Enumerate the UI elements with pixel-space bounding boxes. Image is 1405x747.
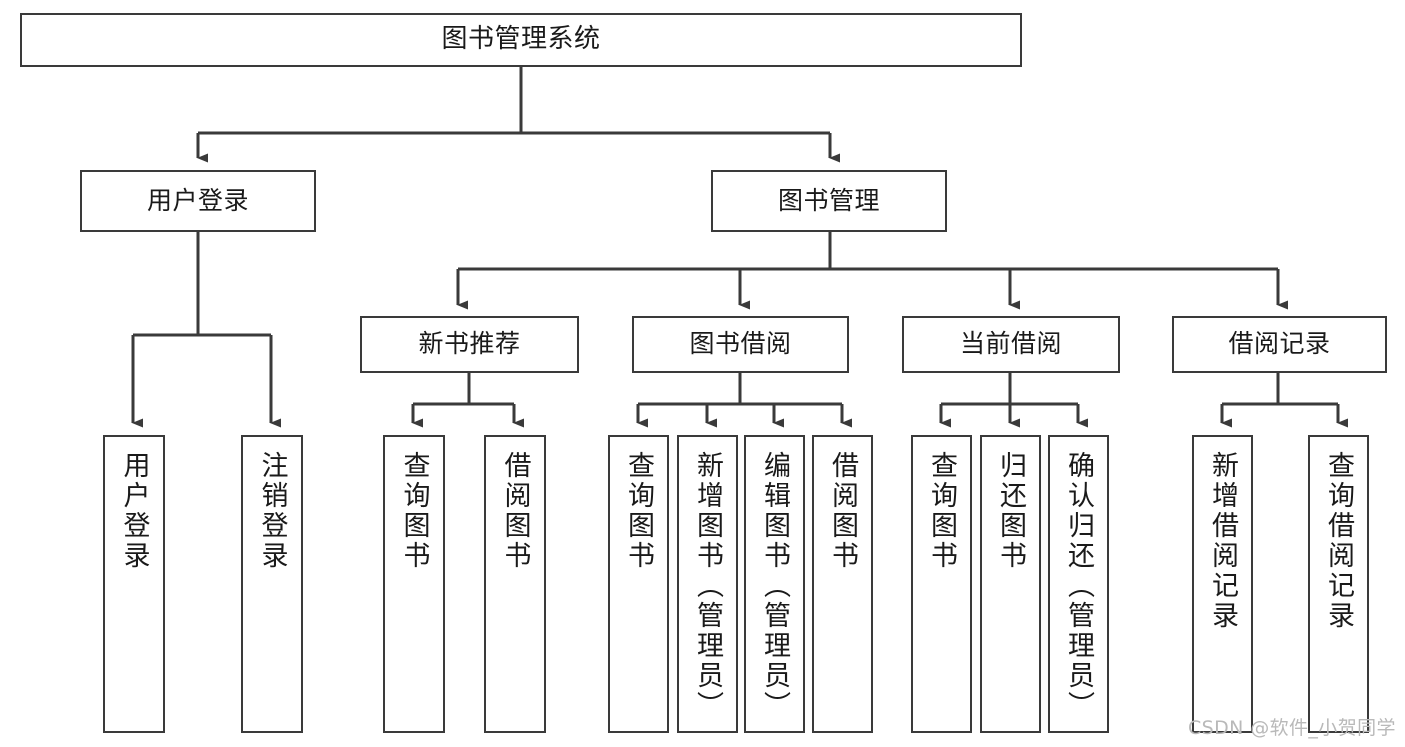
node-book-manage[interactable]: 图书管理 — [711, 170, 947, 232]
node-user-login[interactable]: 用户登录 — [80, 170, 316, 232]
node-label: 归还图书 — [995, 451, 1026, 571]
node-label: 新书推荐 — [418, 329, 521, 359]
node-leaf-add-record[interactable]: 新增借阅记录 — [1192, 435, 1253, 733]
node-label: 查询借阅记录 — [1323, 451, 1354, 631]
node-label: 借阅记录 — [1228, 329, 1331, 359]
node-leaf-user-login[interactable]: 用户登录 — [103, 435, 165, 733]
node-leaf-confirm-return[interactable]: 确认归还（管理员） — [1048, 435, 1109, 733]
node-label: 用户登录 — [118, 451, 150, 571]
node-leaf-logout-login[interactable]: 注销登录 — [241, 435, 303, 733]
node-leaf-add-book[interactable]: 新增图书（管理员） — [677, 435, 738, 733]
node-label: 用户登录 — [146, 185, 249, 215]
node-label: 确认归还（管理员） — [1063, 451, 1094, 721]
node-label: 新增借阅记录 — [1207, 451, 1238, 631]
node-new-book-recommend[interactable]: 新书推荐 — [360, 316, 579, 373]
csdn-watermark: CSDN @软件_小贺同学 — [1188, 717, 1396, 739]
node-label: 当前借阅 — [959, 329, 1062, 359]
node-book-borrow[interactable]: 图书借阅 — [632, 316, 849, 373]
node-leaf-query-book-3[interactable]: 查询图书 — [911, 435, 972, 733]
node-label: 查询图书 — [926, 451, 957, 571]
node-label: 编辑图书（管理员） — [759, 451, 790, 721]
node-leaf-query-record[interactable]: 查询借阅记录 — [1308, 435, 1369, 733]
node-leaf-query-book-2[interactable]: 查询图书 — [608, 435, 669, 733]
node-label: 借阅图书 — [827, 451, 858, 571]
node-borrow-record[interactable]: 借阅记录 — [1172, 316, 1387, 373]
node-label: 借阅图书 — [499, 451, 531, 571]
node-leaf-return-book[interactable]: 归还图书 — [980, 435, 1041, 733]
node-leaf-edit-book[interactable]: 编辑图书（管理员） — [744, 435, 805, 733]
node-leaf-borrow-book-2[interactable]: 借阅图书 — [812, 435, 873, 733]
node-label: 注销登录 — [256, 451, 288, 571]
node-label: 图书借阅 — [689, 329, 792, 359]
node-label: 图书管理系统 — [441, 24, 601, 55]
node-leaf-borrow-book-1[interactable]: 借阅图书 — [484, 435, 546, 733]
node-current-borrow[interactable]: 当前借阅 — [902, 316, 1120, 373]
node-label: 查询图书 — [623, 451, 654, 571]
node-label: 新增图书（管理员） — [692, 451, 723, 721]
node-root-system[interactable]: 图书管理系统 — [20, 13, 1022, 67]
node-label: 查询图书 — [398, 451, 430, 571]
node-label: 图书管理 — [777, 185, 880, 215]
node-leaf-query-book-1[interactable]: 查询图书 — [383, 435, 445, 733]
